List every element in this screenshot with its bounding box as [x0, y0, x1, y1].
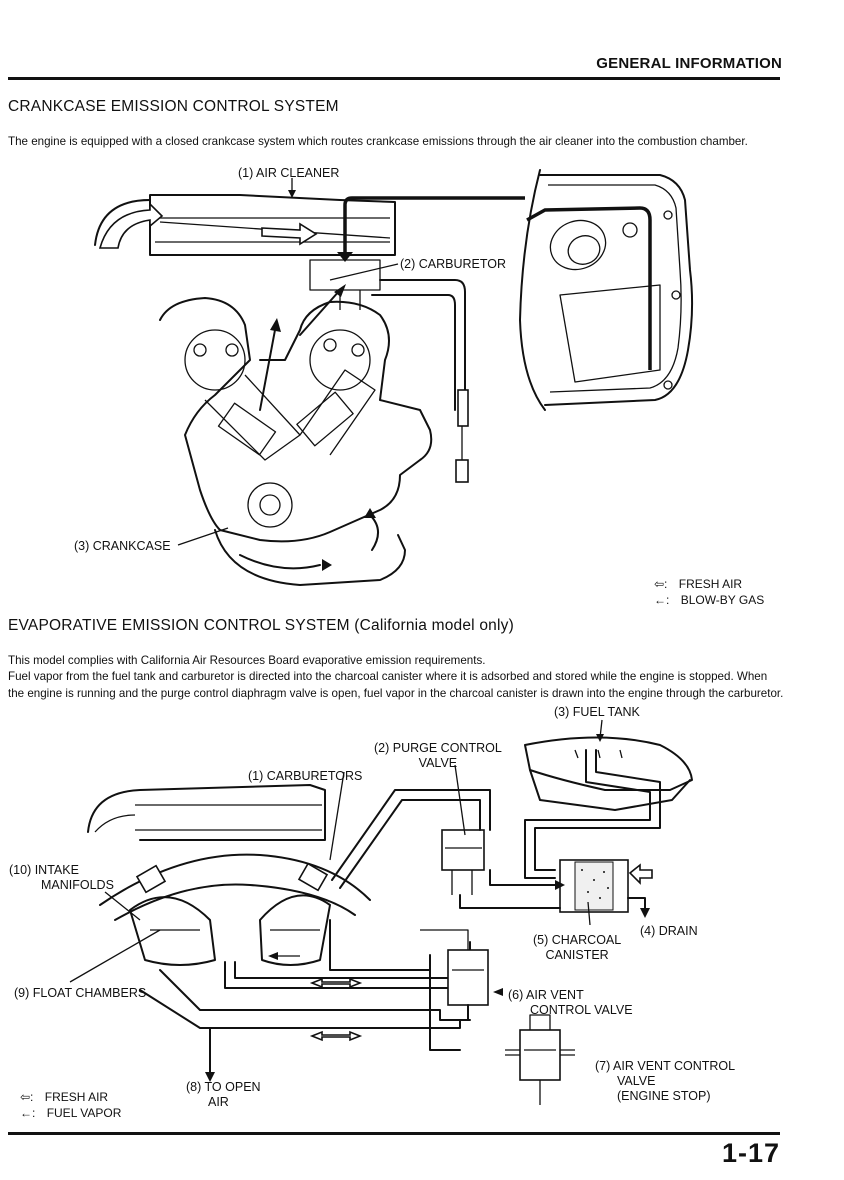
label-intake-manifolds: (10) INTAKE MANIFOLDS	[9, 863, 114, 893]
legend-symbol: ⇦:	[20, 1090, 34, 1104]
header-rule	[8, 77, 780, 80]
legend-symbol: ←:	[654, 593, 670, 607]
label-intake-line-1: (10) INTAKE	[9, 863, 79, 877]
label-intake-line-2: MANIFOLDS	[41, 878, 114, 892]
crankcase-legend-blow-by: ←: BLOW-BY GAS	[654, 592, 764, 608]
crankcase-description: The engine is equipped with a closed cra…	[8, 135, 748, 148]
label-open-air-line-2: AIR	[208, 1095, 229, 1109]
label-carburetor: (2) CARBURETOR	[400, 257, 507, 271]
evaporative-legend-fresh-air: ⇦: FRESH AIR	[20, 1089, 108, 1105]
label-carburetors: (1) CARBURETORS	[248, 769, 363, 783]
label-drain: (4) DRAIN	[640, 924, 698, 938]
legend-symbol: ←:	[20, 1106, 36, 1120]
legend-symbol: ⇦:	[654, 577, 668, 591]
label-float-chambers: (9) FLOAT CHAMBERS	[14, 986, 147, 1000]
evaporative-title-note: (California model only)	[354, 617, 514, 634]
evaporative-paragraph-2: Fuel vapor from the fuel tank and carbur…	[8, 670, 784, 700]
label-charcoal-canister: (5) CHARCOAL CANISTER	[533, 933, 621, 963]
label-air-vent-stop-line-3: (ENGINE STOP)	[617, 1089, 711, 1103]
evaporative-legend-fuel-vapor: ←: FUEL VAPOR	[20, 1105, 121, 1121]
label-canister-line-2: CANISTER	[545, 948, 609, 962]
label-air-vent-line-1: (6) AIR VENT	[508, 988, 584, 1002]
page-number: 1-17	[721, 1138, 780, 1168]
crankcase-section-title: CRANKCASE EMISSION CONTROL SYSTEM	[8, 98, 339, 115]
label-canister-line-1: (5) CHARCOAL	[533, 933, 622, 947]
label-air-cleaner: (1) AIR CLEANER	[238, 166, 340, 180]
section-header-title: GENERAL INFORMATION	[596, 55, 782, 72]
label-to-open-air: (8) TO OPEN AIR	[186, 1080, 261, 1110]
evaporative-diagram	[69, 719, 693, 1105]
crankcase-legend-fresh-air: ⇦: FRESH AIR	[654, 576, 742, 592]
label-purge-line-1: (2) PURGE CONTROL	[374, 741, 502, 755]
label-fuel-tank: (3) FUEL TANK	[554, 705, 640, 719]
label-air-vent-stop-line-1: (7) AIR VENT CONTROL	[595, 1059, 736, 1073]
evaporative-title-main: EVAPORATIVE EMISSION CONTROL SYSTEM	[8, 617, 350, 634]
legend-text: FUEL VAPOR	[46, 1106, 122, 1120]
footer-rule	[8, 1132, 780, 1135]
legend-text: FRESH AIR	[44, 1090, 109, 1104]
label-crankcase: (3) CRANKCASE	[74, 539, 171, 553]
label-air-vent-line-2: CONTROL VALVE	[530, 1003, 633, 1017]
label-open-air-line-1: (8) TO OPEN	[186, 1080, 261, 1094]
crankcase-diagram	[94, 169, 694, 586]
label-air-vent-control-valve: (6) AIR VENT CONTROL VALVE	[508, 988, 633, 1018]
legend-text: FRESH AIR	[678, 577, 743, 591]
evaporative-paragraph-1: This model complies with California Air …	[8, 654, 486, 667]
label-air-vent-stop-line-2: VALVE	[617, 1074, 656, 1088]
label-air-vent-engine-stop: (7) AIR VENT CONTROL VALVE (ENGINE STOP)	[595, 1059, 735, 1104]
label-purge-line-2: VALVE	[418, 756, 458, 770]
label-purge-control-valve: (2) PURGE CONTROL VALVE	[374, 741, 502, 771]
legend-text: BLOW-BY GAS	[680, 593, 765, 607]
evaporative-section-title: EVAPORATIVE EMISSION CONTROL SYSTEM (Cal…	[8, 617, 514, 635]
